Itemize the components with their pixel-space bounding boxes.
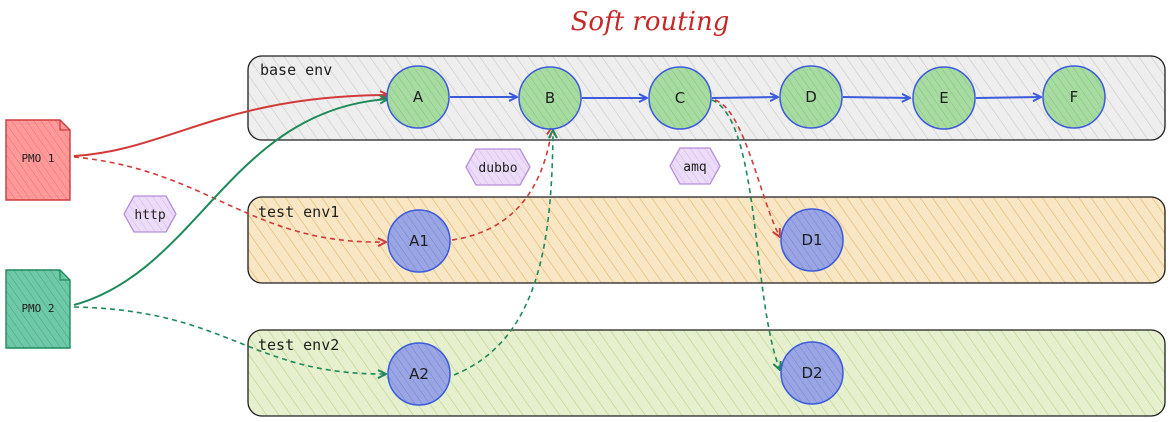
node-a-label: A [413,88,424,106]
a2-to-b-edge [453,130,553,376]
base-chain-edges [450,97,1041,98]
c-to-d2-edge [711,99,780,370]
node-f[interactable]: F [1042,65,1106,129]
pmo2-to-a2-edge [73,306,386,374]
node-e[interactable]: E [912,66,976,130]
node-a1-label: A1 [409,232,429,250]
node-f-label: F [1070,88,1079,106]
node-d2[interactable]: D2 [780,341,844,405]
node-d2-label: D2 [801,364,822,382]
a1-to-b-edge [451,127,552,241]
node-b[interactable]: B [518,66,582,130]
edge-d-to-e [842,97,910,98]
pmo1-to-a1-edge [73,156,386,242]
node-a2-label: A2 [409,365,429,383]
edge-e-to-f [975,97,1041,98]
test-env2-label: test env2 [258,336,339,354]
node-c-label: C [675,89,685,107]
node-d1-label: D1 [801,231,822,249]
protocol-tag-mq-label: amq [683,160,706,175]
client-pmo1-label: PMO 1 [21,152,54,165]
protocol-tag-dubbo: dubbo [465,148,531,186]
node-d[interactable]: D [779,65,843,129]
base-env-label: base env [260,61,332,79]
pmo1-to-a-edge [73,95,388,157]
pmo2-routes [73,99,780,376]
c-to-d1-edge [714,99,780,237]
node-a2[interactable]: A2 [387,342,451,406]
client-pmo2[interactable]: PMO 2 [5,269,71,349]
test-env1-label: test env1 [258,203,339,221]
node-a[interactable]: A [386,65,450,129]
node-d1[interactable]: D1 [780,208,844,272]
pmo1-routes [73,95,780,242]
test-env2-band: test env2 [247,329,1166,417]
node-e-label: E [939,89,948,107]
node-a1[interactable]: A1 [387,209,451,273]
edge-c-to-d [711,97,778,98]
protocol-tag-http-label: http [134,208,165,223]
pmo2-to-a-edge [73,99,388,306]
protocol-tag-dubbo-label: dubbo [478,161,517,176]
diagram-title: Soft routing [571,7,730,37]
node-d-label: D [805,88,817,106]
node-c[interactable]: C [648,66,712,130]
protocol-tag-mq: amq [669,147,721,185]
protocol-tag-http: http [123,195,177,233]
test-env1-band: test env1 [247,196,1166,284]
client-pmo1[interactable]: PMO 1 [5,119,71,201]
node-b-label: B [545,89,555,107]
client-pmo2-label: PMO 2 [21,302,54,315]
